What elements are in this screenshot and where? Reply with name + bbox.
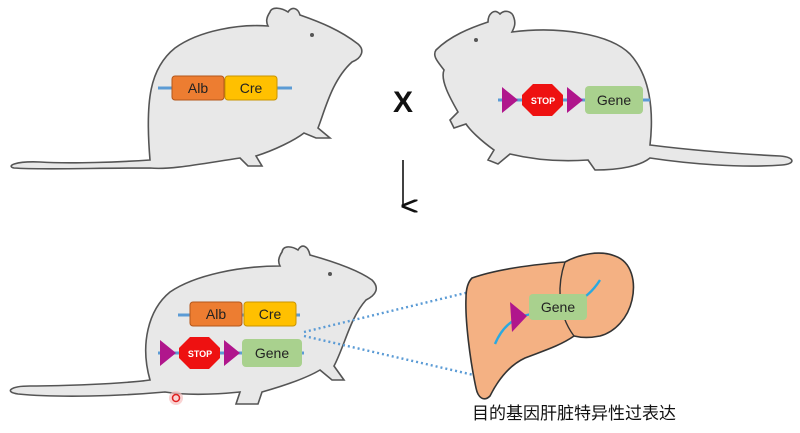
mouse-offspring: Alb Cre STOP Gene	[9, 245, 378, 405]
mouse-3-gene-box	[242, 339, 302, 367]
caption: 目的基因肝脏特异性过表达	[472, 404, 676, 424]
mouse-3-stop-sign	[179, 337, 220, 369]
mouse-1-cre-label: Cre	[240, 80, 263, 96]
connector-line-top	[303, 287, 483, 334]
mouse-3-gene-label: Gene	[255, 345, 289, 361]
mouse-2-stop-sign	[522, 84, 563, 116]
mouse-2-loxp-1	[502, 87, 518, 113]
liver-gene-box	[529, 294, 587, 320]
mouse-3-cre-box	[243, 301, 297, 327]
mouse-2-gene-box	[585, 86, 643, 114]
mouse-1-eye	[310, 33, 314, 37]
liver: Gene	[465, 252, 635, 400]
mouse-3-alb-box	[189, 301, 243, 327]
mouse-1-alb-box	[171, 75, 225, 101]
mouse-2-stop-label: STOP	[531, 96, 555, 106]
liver-loxp	[510, 302, 527, 332]
mouse-2-eye	[474, 38, 478, 42]
mouse-3-eye	[328, 272, 332, 276]
liver-gene-label: Gene	[541, 299, 575, 315]
mouse-lsl-gene: STOP Gene	[433, 10, 793, 171]
mouse-3-loxp-1	[160, 340, 176, 366]
mouse-1-cre-box	[224, 75, 278, 101]
mouse-2-loxp-2	[567, 87, 583, 113]
cursor-pointer-indicator	[169, 391, 183, 405]
cross-symbol: X	[393, 86, 413, 119]
mouse-3-stop-label: STOP	[188, 349, 212, 359]
liver-shape	[465, 252, 635, 400]
mouse-1-alb-label: Alb	[188, 80, 208, 96]
mouse-3-cre-label: Cre	[259, 306, 282, 322]
mouse-3-alb-label: Alb	[206, 306, 226, 322]
mouse-2-gene-label: Gene	[597, 92, 631, 108]
mouse-3-loxp-2	[224, 340, 240, 366]
mouse-alb-cre: Alb Cre	[10, 7, 363, 170]
